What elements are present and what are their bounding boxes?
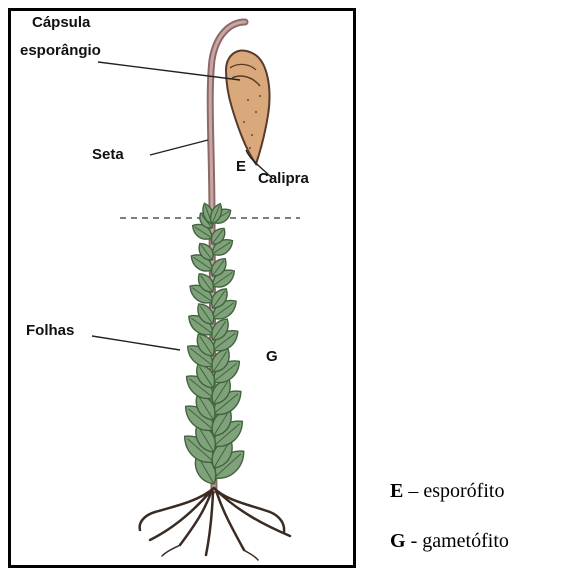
seta-pointer <box>150 140 208 155</box>
legend-key-e: E <box>390 480 403 502</box>
legend-separator-g: - <box>406 530 423 552</box>
legend-item-e: E – esporófito <box>390 480 504 503</box>
capsula-pointer <box>98 62 240 80</box>
label-folhas: Folhas <box>26 322 74 339</box>
legend-text-e: esporófito <box>423 480 504 502</box>
label-e-marker: E <box>236 158 246 175</box>
rhizoids <box>140 488 290 560</box>
label-g-marker: G <box>266 348 278 365</box>
label-esporangio: esporângio <box>20 42 101 59</box>
label-seta: Seta <box>92 146 124 163</box>
legend-text-g: gametófito <box>422 530 509 552</box>
folhas-pointer <box>92 336 180 350</box>
capsule-calyptra <box>226 51 269 164</box>
label-calipra: Calipra <box>258 170 309 187</box>
legend-item-g: G - gametófito <box>390 530 509 553</box>
label-capsula: Cápsula <box>32 14 90 31</box>
legend-key-g: G <box>390 530 406 552</box>
legend-separator-e: – <box>403 480 423 502</box>
